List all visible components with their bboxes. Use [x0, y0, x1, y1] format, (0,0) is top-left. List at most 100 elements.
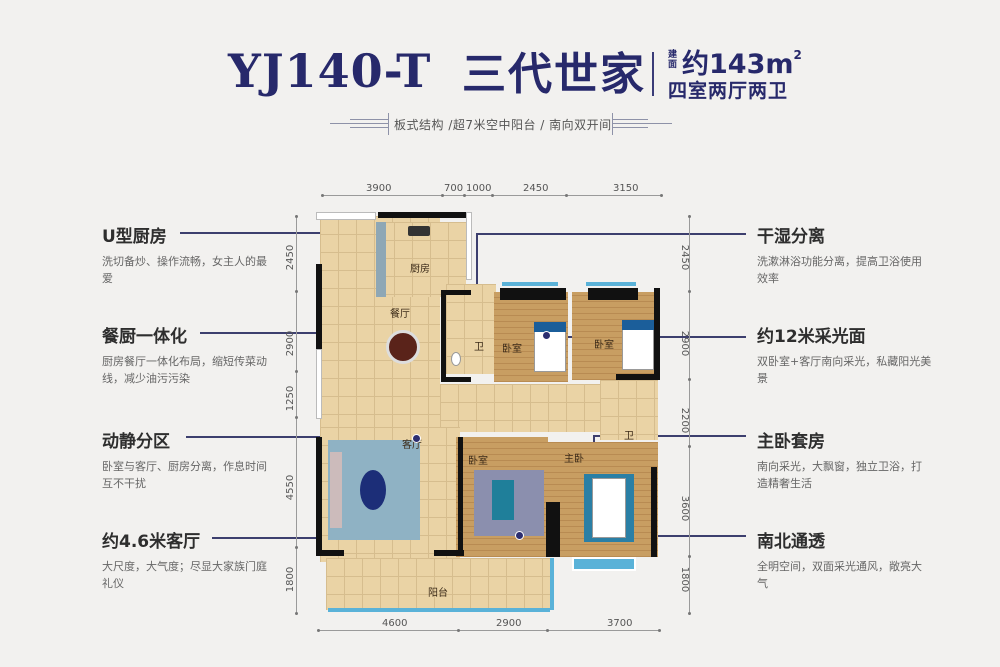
dimension-tick	[295, 290, 298, 293]
bed-headboard	[622, 320, 654, 330]
dimension-tick	[688, 378, 691, 381]
feature-master-suite: 主卧套房 南向采光，大飘窗，独立卫浴，打造精奢生活	[757, 427, 932, 492]
kitchen-counter	[376, 222, 386, 297]
feature-desc: 洗漱淋浴功能分离，提高卫浴使用效率	[757, 255, 922, 285]
dimension-tick	[295, 416, 298, 419]
dimension-tick	[295, 370, 298, 373]
master-bed	[592, 478, 626, 538]
dimension-left: 2450	[285, 244, 297, 271]
wall	[316, 212, 376, 220]
window	[586, 282, 636, 286]
dimension-line-right	[689, 215, 690, 615]
wall	[458, 437, 463, 552]
feature-desc: 洗切备炒、操作流畅，女主人的最爱	[102, 255, 267, 285]
feature-u-kitchen: U型厨房 洗切备炒、操作流畅，女主人的最爱	[102, 222, 277, 287]
area-value: 约143m2	[682, 42, 802, 81]
dimension-left: 4550	[285, 474, 297, 501]
leader-line	[180, 232, 416, 234]
leader-line	[186, 436, 440, 438]
dimension-tick	[688, 290, 691, 293]
dimension-top: 1000	[466, 183, 492, 194]
title-divider	[652, 52, 654, 96]
bath-1-floor	[446, 284, 496, 374]
dimension-tick	[660, 194, 663, 197]
feature-dry-wet-separation: 干湿分离 洗漱淋浴功能分离，提高卫浴使用效率	[757, 222, 932, 287]
dimension-tick	[688, 445, 691, 448]
feature-title: 约12米采光面	[757, 327, 866, 347]
feature-living-room: 约4.6米客厅 大尺度，大气度；尽显大家族门庭礼仪	[102, 527, 277, 592]
leader-dot	[515, 531, 524, 540]
dimension-tick	[457, 629, 460, 632]
leader-line	[476, 233, 746, 235]
leader-line	[593, 435, 746, 437]
feature-title: 干湿分离	[757, 227, 825, 247]
feature-title: 餐厨一体化	[102, 327, 187, 347]
model-code: YJ140-T	[228, 44, 432, 98]
wall	[466, 212, 472, 280]
feature-desc: 厨房餐厅一体化布局，缩短传菜动线，减少油污污染	[102, 355, 267, 385]
wall	[316, 437, 322, 552]
feature-title: 主卧套房	[757, 432, 825, 452]
area-number: 约143m	[682, 49, 794, 80]
area-unit-sup: 2	[793, 48, 802, 62]
wall	[546, 502, 560, 557]
dimension-tick	[491, 194, 494, 197]
dimension-tick	[463, 194, 466, 197]
feature-north-south: 南北通透 全明空间，双面采光通风，敞亮大气	[757, 527, 932, 592]
dimension-bottom: 2900	[496, 618, 522, 629]
wall	[651, 467, 657, 557]
bed-headboard	[534, 322, 566, 332]
feature-title: U型厨房	[102, 227, 167, 247]
sofa	[330, 452, 342, 528]
feature-desc: 全明空间，双面采光通风，敞亮大气	[757, 560, 922, 590]
room-label-bedroom-2: 卧室	[594, 340, 614, 351]
wall	[378, 212, 470, 218]
feature-desc: 大尺度，大气度；尽显大家族门庭礼仪	[102, 560, 267, 590]
room-label-balcony: 阳台	[428, 588, 448, 599]
wall	[434, 550, 464, 556]
dimension-tick	[688, 555, 691, 558]
dimension-bottom: 4600	[382, 618, 408, 629]
dimension-tick	[321, 194, 324, 197]
leader-dot	[542, 331, 551, 340]
dimension-right: 1800	[679, 566, 691, 593]
area-prefix: 建面	[668, 50, 678, 70]
bath-2-floor	[600, 380, 658, 440]
dimension-bottom: 3700	[607, 618, 633, 629]
room-label-living: 客厅	[402, 440, 422, 451]
wall	[316, 349, 322, 419]
feature-desc: 南向采光，大飘窗，独立卫浴，打造精奢生活	[757, 460, 922, 490]
wall	[441, 377, 471, 382]
dimension-top: 3900	[366, 183, 392, 194]
wall	[441, 290, 446, 382]
room-label-master: 主卧	[564, 454, 584, 465]
wall	[500, 288, 566, 300]
wall	[616, 374, 660, 380]
dimension-top: 700	[444, 183, 464, 194]
room-label-bath-2: 卫	[624, 431, 634, 442]
feature-zoning: 动静分区 卧室与客厅、厨房分离，作息时间互不干扰	[102, 427, 277, 492]
feature-desc: 卧室与客厅、厨房分离，作息时间互不干扰	[102, 460, 267, 490]
coffee-table	[360, 470, 386, 510]
bay-window	[572, 557, 636, 571]
leader-line	[476, 233, 478, 307]
dining-table	[386, 330, 420, 364]
dimension-left: 1250	[285, 385, 297, 412]
feature-dining-kitchen: 餐厨一体化 厨房餐厅一体化布局，缩短传菜动线，减少油污污染	[102, 322, 277, 387]
feature-title: 动静分区	[102, 432, 170, 452]
subtitle-deco-left	[330, 113, 389, 135]
dimension-tick	[295, 612, 298, 615]
wall	[316, 264, 322, 349]
room-label-bath-1: 卫	[474, 342, 484, 353]
feature-desc: 双卧室+客厅南向采光，私藏阳光美景	[757, 355, 932, 385]
subtitle: 板式结构 /超7米空中阳台 / 南向双开间	[394, 118, 612, 132]
dimension-line-bottom	[318, 630, 660, 631]
dimension-tick	[441, 194, 444, 197]
feature-12m-frontage: 约12米采光面 双卧室+客厅南向采光，私藏阳光美景	[757, 322, 932, 387]
wall	[654, 288, 660, 380]
feature-title: 南北通透	[757, 532, 825, 552]
layout-text: 四室两厅两卫	[668, 80, 789, 102]
stove	[408, 226, 430, 236]
subtitle-deco-right	[612, 113, 672, 135]
dimension-tick	[565, 194, 568, 197]
